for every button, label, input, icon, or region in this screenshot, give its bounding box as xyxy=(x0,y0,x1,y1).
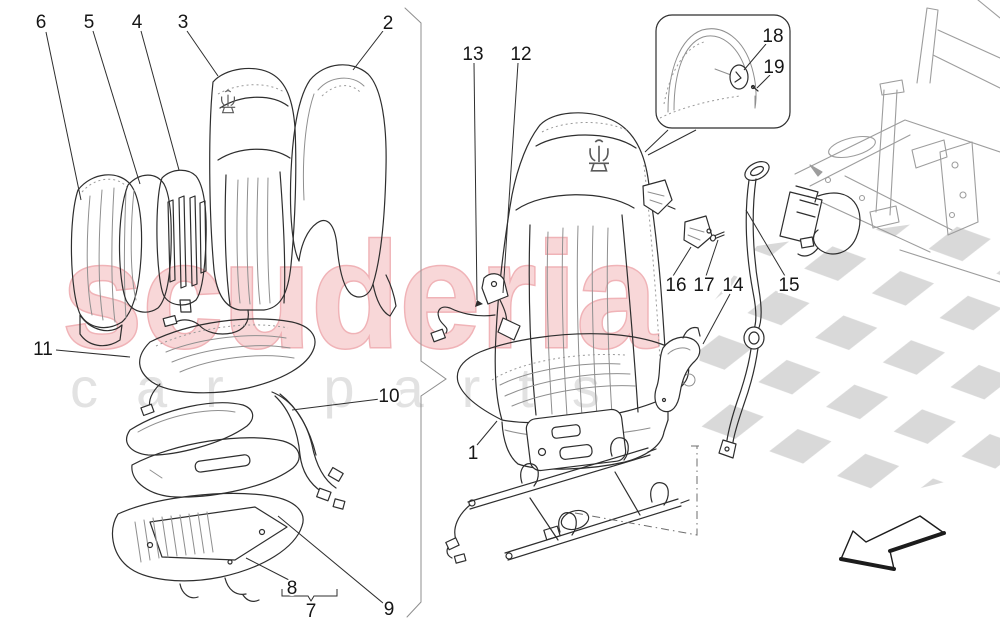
watermark-brand-text: scuderia xyxy=(62,211,659,379)
seat-base-tray-parts-7-8 xyxy=(111,492,304,602)
callout-4: 4 xyxy=(132,12,143,33)
arrow-down-left-icon xyxy=(839,515,946,571)
inset-pointer-lines xyxy=(644,129,697,156)
watermark-tagline-text: car parts xyxy=(70,356,638,419)
trident-logo-icon xyxy=(588,139,610,172)
leader-15 xyxy=(745,209,786,277)
backrest-part-3 xyxy=(162,67,297,335)
callout-13: 13 xyxy=(462,44,483,65)
backrest-shell-part-2 xyxy=(289,64,397,317)
leader-13 xyxy=(473,62,478,301)
body-frame-drawing xyxy=(794,0,1000,283)
callout-9: 9 xyxy=(384,599,395,620)
leader-4 xyxy=(140,30,180,171)
wiring-harness-part-10 xyxy=(271,391,346,510)
assembled-seat-part-1 xyxy=(456,112,696,472)
headrest-detail-inset xyxy=(644,14,791,156)
leader-16 xyxy=(672,246,692,277)
leader-9 xyxy=(277,515,384,604)
leader-6 xyxy=(45,31,82,201)
callout-11: 11 xyxy=(33,339,53,360)
leader-5 xyxy=(92,30,141,185)
leader-19 xyxy=(756,74,771,89)
callout-6: 6 xyxy=(36,12,47,33)
leader-11 xyxy=(55,349,131,358)
callout-8: 8 xyxy=(287,578,298,599)
leader-17 xyxy=(705,239,719,277)
seat-rails-assembly xyxy=(445,437,703,564)
leader-10 xyxy=(291,398,381,411)
callout-10: 10 xyxy=(378,386,399,407)
callout-1: 1 xyxy=(468,443,479,464)
callout-labels: 1 2 3 4 5 6 7 8 9 10 11 12 13 14 15 16 1… xyxy=(31,10,801,624)
leader-2 xyxy=(352,30,384,71)
group-divider-line xyxy=(404,7,447,618)
cushion-foam-wedge xyxy=(126,402,254,456)
buckle-assembly-parts-12-13 xyxy=(430,273,521,343)
callout-2: 2 xyxy=(383,13,394,34)
backrest-panel-part-4 xyxy=(156,169,207,313)
callout-18: 18 xyxy=(762,26,783,47)
callout-7: 7 xyxy=(306,601,317,622)
callout-17: 17 xyxy=(693,275,714,296)
callout-19: 19 xyxy=(763,57,784,78)
leader-8 xyxy=(245,557,290,581)
backrest-pad-part-5 xyxy=(118,174,172,313)
callout-15: 15 xyxy=(778,275,799,296)
seat-cushion-part-11 xyxy=(139,318,316,417)
callout-5: 5 xyxy=(84,12,95,33)
bracket-7 xyxy=(281,589,338,602)
leader-1 xyxy=(476,420,498,446)
callout-3: 3 xyxy=(178,12,189,33)
headrest-guide-part-18 xyxy=(729,64,749,90)
pin-part-19 xyxy=(751,85,759,92)
callout-14: 14 xyxy=(722,275,744,296)
leader-14 xyxy=(702,293,731,345)
leader-18 xyxy=(743,43,767,71)
cushion-cover-part-9 xyxy=(131,437,300,498)
seatbelt-parts-14-15-16-17 xyxy=(654,161,861,459)
checkered-flag-pattern xyxy=(694,212,1000,506)
alignment-dash-line xyxy=(574,445,703,536)
leader-3 xyxy=(186,30,219,77)
leader-12 xyxy=(502,62,519,294)
callout-16: 16 xyxy=(665,275,686,296)
leader-lines xyxy=(45,30,786,604)
watermark: scuderia car parts xyxy=(61,210,661,420)
backrest-cover-part-6 xyxy=(70,174,143,347)
callout-12: 12 xyxy=(510,44,531,65)
